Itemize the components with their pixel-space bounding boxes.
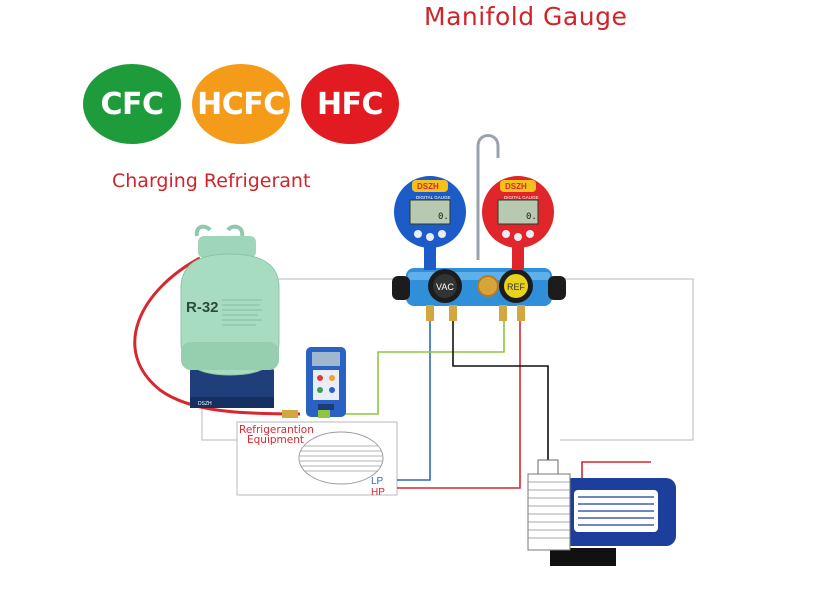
high-pressure-gauge: DSZH DIGITAL GAUGE 0. bbox=[482, 176, 554, 270]
right-side-knob bbox=[548, 276, 566, 300]
black-vacuum-line bbox=[452, 320, 549, 460]
diagram-title: Manifold Gauge bbox=[424, 2, 628, 31]
red-high-side-line bbox=[397, 320, 521, 489]
right-gauge-sub: DIGITAL GAUGE bbox=[504, 195, 539, 200]
left-gauge-readout: 0. bbox=[438, 212, 449, 222]
manifold-hook bbox=[476, 134, 500, 260]
right-gauge-readout: 0. bbox=[526, 212, 537, 222]
vacuum-pump bbox=[527, 459, 676, 566]
connection-lines bbox=[332, 320, 549, 489]
left-side-knob bbox=[392, 276, 410, 300]
diagram-subtitle: Charging Refrigerant bbox=[112, 170, 311, 192]
ref-knob-label: REF bbox=[507, 282, 526, 292]
equipment-label-line2: Equipment bbox=[247, 434, 304, 446]
red-charging-hose bbox=[133, 256, 301, 416]
hcfc-badge: HCFC bbox=[192, 64, 290, 144]
left-gauge-sub: DIGITAL GAUGE bbox=[416, 195, 451, 200]
hfc-badge: HFC bbox=[301, 64, 399, 144]
vac-knob: VAC bbox=[428, 269, 462, 303]
vac-knob-label: VAC bbox=[436, 282, 454, 292]
equipment-label-line1: Refrigerantion bbox=[239, 424, 314, 436]
low-pressure-gauge: DSZH DIGITAL GAUGE 0. bbox=[394, 176, 466, 270]
green-center-line bbox=[332, 320, 505, 415]
lp-label: LP bbox=[371, 476, 384, 487]
cylinder-label: R-32 bbox=[186, 299, 219, 316]
ref-knob: REF bbox=[499, 269, 533, 303]
scale-controller bbox=[282, 347, 346, 418]
cfc-badge: CFC bbox=[83, 64, 181, 144]
refrigerant-cylinder: R-32 bbox=[180, 224, 280, 376]
left-gauge-brand: DSZH bbox=[417, 182, 439, 191]
scale-brand: DSZH bbox=[198, 401, 212, 407]
blue-low-side-line bbox=[397, 320, 431, 481]
hp-label: HP bbox=[371, 487, 385, 498]
refrigerant-scale: DSZH bbox=[190, 368, 274, 408]
refrigeration-equipment: Refrigerantion Equipment LP HP bbox=[236, 421, 398, 498]
manifold-block: VAC REF bbox=[392, 268, 566, 321]
right-gauge-brand: DSZH bbox=[505, 182, 527, 191]
